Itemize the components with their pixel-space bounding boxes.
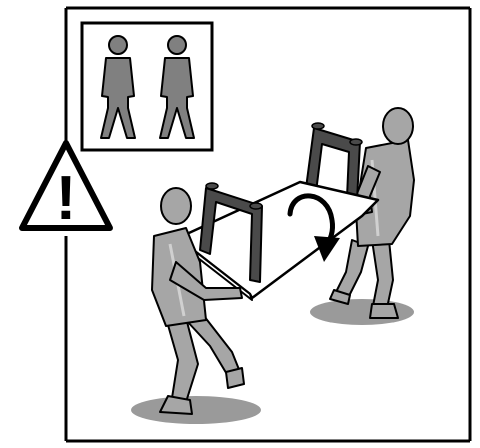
floor-shadow-left <box>131 396 261 424</box>
floor-shadow-right <box>310 299 414 325</box>
warning-exclamation: ! <box>56 164 77 233</box>
two-person-icon <box>82 23 212 150</box>
warning-triangle-icon: ! <box>22 143 110 233</box>
